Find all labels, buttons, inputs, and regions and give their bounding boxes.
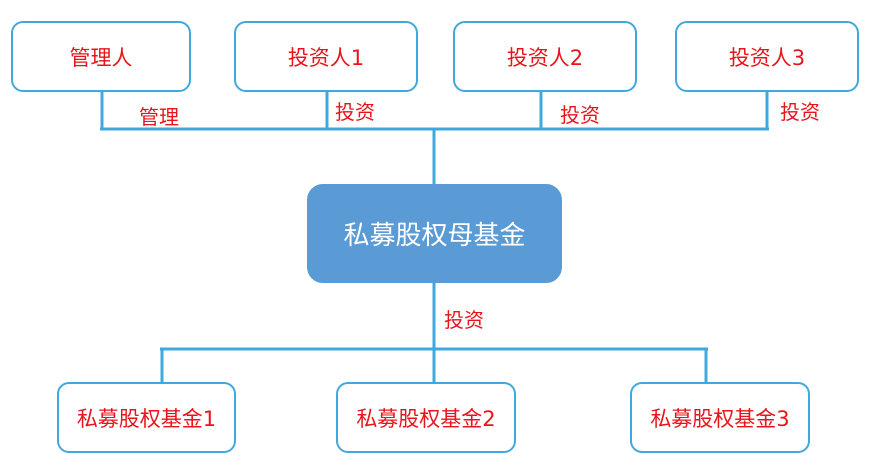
edge-label-invest-3: 投资 xyxy=(780,100,820,124)
edge-label-invest-down: 投资 xyxy=(444,308,484,332)
node-fund-2: 私募股权基金2 xyxy=(336,382,516,453)
edge-label-manage: 管理 xyxy=(139,105,179,129)
node-investor-1: 投资人1 xyxy=(234,21,418,92)
node-fund-1: 私募股权基金1 xyxy=(57,382,236,453)
node-investor-2: 投资人2 xyxy=(453,21,637,92)
node-fund-3: 私募股权基金3 xyxy=(630,382,810,453)
edge-label-invest-2: 投资 xyxy=(560,103,600,127)
edge-label-invest-1: 投资 xyxy=(335,100,375,124)
node-investor-3: 投资人3 xyxy=(675,21,859,92)
node-fund-of-funds: 私募股权母基金 xyxy=(307,184,562,283)
node-manager: 管理人 xyxy=(11,21,191,92)
